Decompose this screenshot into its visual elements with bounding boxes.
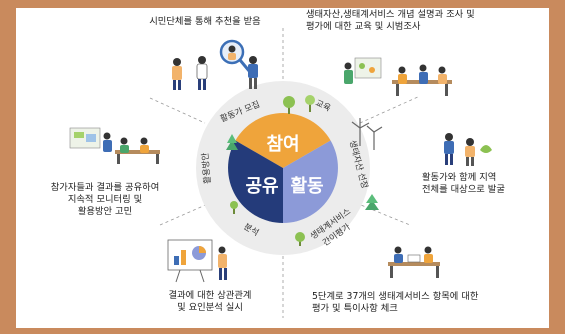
ring-label-utilization: 활용방안 [200, 152, 214, 184]
caption-analysis: 결과에 대한 상관관계 및 요인분석 실시 [168, 290, 252, 313]
education-illustration [344, 57, 452, 96]
caption-evaluation: 5단계로 37개의 생태계서비스 항목에 대한 평가 및 특이사항 체크 [312, 291, 479, 314]
recruitment-illustration [172, 39, 258, 90]
caption-education: 생태자산,생태계서비스 개념 설명과 조사 및 평가에 대한 교육 및 시범조사 [306, 9, 475, 32]
tree-icon [365, 194, 379, 210]
sharing-meeting-illustration [69, 127, 160, 164]
divider-lines [149, 28, 421, 318]
tree-icon [305, 95, 315, 112]
sector-activity [283, 140, 338, 223]
tree-icon [295, 232, 305, 246]
sector-sharing-label: 공유 [245, 176, 278, 197]
sector-participation [235, 113, 331, 168]
tree-icon [230, 201, 238, 214]
sector-sharing [228, 140, 283, 223]
wind-turbine-icon [351, 118, 383, 150]
sector-activity-label: 활동 [290, 176, 323, 197]
caption-recruitment: 시민단체를 통해 추천을 받음 [149, 16, 261, 27]
tree-icon [283, 96, 295, 114]
evaluation-illustration [388, 246, 440, 278]
field-survey-illustration [444, 133, 492, 166]
caption-sharing: 참가자들과 결과를 공유하여 지속적 모니터링 및 활용방안 고민 [50, 182, 160, 217]
analysis-illustration [167, 239, 227, 283]
tree-icon [226, 134, 238, 150]
caption-field-survey: 활동가와 함께 지역 전체를 대상으로 발굴 [422, 172, 505, 195]
sector-participation-label: 참여 [266, 134, 299, 155]
